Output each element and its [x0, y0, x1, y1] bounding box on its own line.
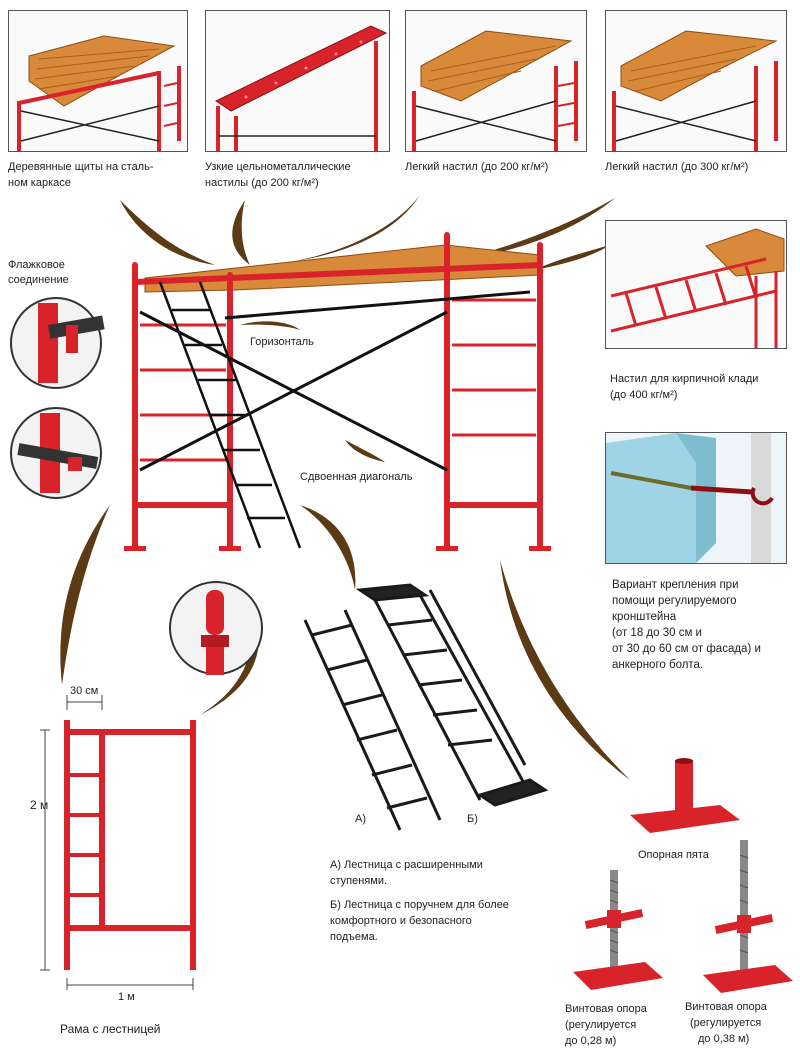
- label-flag-connection-1: Флажковое: [8, 259, 65, 271]
- caption-light-200: Легкий настил (до 200 кг/м²): [405, 161, 549, 173]
- caption-base-plate: Опорная пята: [638, 849, 709, 861]
- dimension-1m: 1 м: [118, 991, 135, 1003]
- thumb-light-200: [405, 10, 587, 152]
- screw-jack-2-illustration: [703, 840, 793, 993]
- flag-connection-detail-1: [10, 297, 105, 389]
- caption-bracket-1: Вариант крепления при: [612, 579, 739, 591]
- caption-screw-jack-2-line1: Винтовая опора: [685, 1001, 767, 1013]
- steel-deck-illustration: [214, 25, 388, 151]
- caption-bracket-4: (от 18 до 30 см и: [612, 627, 702, 639]
- ladders-illustration: [303, 583, 549, 831]
- caption-narrow-steel-line1: Узкие цельнометаллические: [205, 161, 351, 173]
- label-horizontal: Горизонталь: [250, 336, 314, 348]
- light-deck-200-illustration: [412, 30, 578, 151]
- caption-screw-jack-2-line2: (регулируется: [690, 1017, 762, 1029]
- flag-connection-detail-2: [10, 407, 102, 499]
- label-ladder-a: А): [355, 813, 366, 825]
- caption-screw-jack-1-line2: (регулируется: [565, 1019, 637, 1031]
- caption-bracket-2: помощи регулируемого: [612, 595, 737, 607]
- wood-deck-illustration: [17, 35, 181, 151]
- caption-screw-jack-1-line3: до 0,28 м): [565, 1035, 617, 1047]
- frame-pin-detail: [169, 581, 263, 675]
- thumb-brick-deck: [605, 220, 787, 349]
- caption-screw-jack-2-line3: до 0,38 м): [698, 1033, 750, 1045]
- caption-bracket-5: от 30 до 60 см от фасада) и: [612, 643, 761, 655]
- note-ladder-a-2: ступенями.: [330, 875, 388, 887]
- caption-wood-deck-line2: ном каркасе: [8, 177, 71, 189]
- frame-with-ladder: [40, 695, 196, 990]
- thumb-wood-deck: [8, 10, 188, 152]
- swoosh-frame: [60, 505, 110, 685]
- swoosh-steel: [232, 200, 250, 265]
- bracket-illustration: [606, 433, 774, 563]
- note-ladder-a-1: А) Лестница с расширенными: [330, 859, 483, 871]
- ladder-a: [303, 609, 442, 831]
- caption-bracket-6: анкерного болта.: [612, 659, 704, 671]
- thumb-narrow-steel: [205, 10, 390, 152]
- caption-brick-deck-2: (до 400 кг/м²): [610, 389, 678, 401]
- label-ladder-b: Б): [467, 813, 478, 825]
- label-double-diagonal: Сдвоенная диагональ: [300, 471, 413, 483]
- swoosh-horizontal: [240, 321, 300, 330]
- note-ladder-b-1: Б) Лестница с поручнем для более: [330, 899, 509, 911]
- caption-brick-deck-1: Настил для кирпичной клади: [610, 373, 759, 385]
- caption-frame-with-ladder: Рама с лестницей: [60, 1022, 161, 1036]
- caption-screw-jack-1-line1: Винтовая опора: [565, 1003, 647, 1015]
- note-ladder-b-2: комфортного и безопасного: [330, 915, 472, 927]
- ladder-b: [355, 583, 549, 807]
- screw-jack-1-illustration: [573, 870, 663, 990]
- caption-wood-deck-line1: Деревянные щиты на сталь-: [8, 161, 154, 173]
- thumb-light-300: [605, 10, 787, 152]
- swoosh-brick: [535, 245, 610, 270]
- dimension-30cm: 30 см: [70, 685, 99, 697]
- caption-light-300: Легкий настил (до 300 кг/м²): [605, 161, 749, 173]
- bracket-photo: [605, 432, 787, 564]
- dimension-2m: 2 м: [30, 798, 49, 812]
- label-flag-connection-2: соединение: [8, 274, 69, 286]
- swoosh-ladder: [300, 505, 356, 590]
- light-deck-300-illustration: [612, 30, 778, 151]
- base-plate-illustration: [630, 758, 740, 833]
- caption-narrow-steel-line2: настилы (до 200 кг/м²): [205, 177, 319, 189]
- brick-deck-illustration: [610, 228, 785, 348]
- note-ladder-b-3: подъема.: [330, 931, 378, 943]
- caption-bracket-3: кронштейна: [612, 611, 677, 623]
- swoosh-diagonal: [345, 440, 385, 462]
